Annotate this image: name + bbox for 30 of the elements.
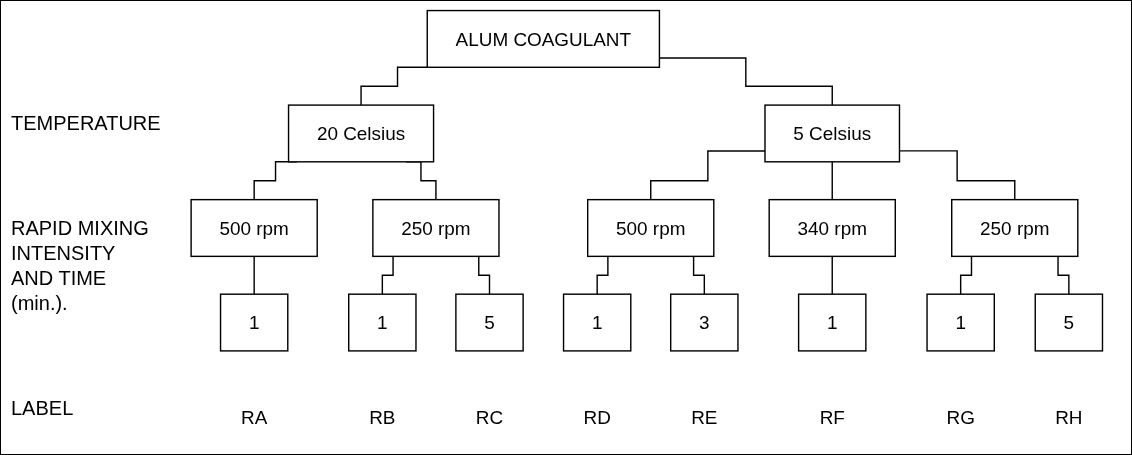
node-box: 5 Celsius (764, 103, 901, 163)
node-label: RF (819, 406, 845, 427)
node-box: 250 rpm (372, 198, 500, 257)
node-box: 1 (926, 292, 995, 352)
node-label: RA (241, 406, 268, 427)
node-box: 500 rpm (190, 198, 318, 257)
connector (253, 255, 255, 295)
row-label: RAPID MIXING INTENSITY AND TIME (min.). (11, 216, 150, 316)
connector (831, 160, 833, 200)
node-label: RC (475, 406, 504, 427)
node-box: 1 (219, 292, 289, 352)
node-box: 1 (797, 292, 867, 352)
node-box: 500 rpm (587, 198, 715, 257)
connector (831, 255, 833, 295)
node-box: 250 rpm (951, 198, 1079, 257)
node-label: RB (369, 406, 396, 427)
node-box: 5 (1034, 292, 1104, 352)
node-box: 20 Celsius (287, 103, 435, 163)
node-label: RG (946, 406, 975, 427)
node-box: 1 (562, 292, 632, 352)
node-box: 3 (670, 292, 739, 352)
node-box: 5 (455, 292, 524, 352)
row-label: LABEL (11, 396, 75, 421)
node-box: 1 (348, 292, 417, 352)
node-label: RD (583, 406, 611, 427)
node-box: 340 rpm (768, 198, 896, 257)
row-label: TEMPERATURE (11, 111, 161, 136)
node-label: RH (1055, 406, 1083, 427)
node-label: RE (691, 406, 718, 427)
node-box: ALUM COAGULANT (426, 9, 661, 68)
